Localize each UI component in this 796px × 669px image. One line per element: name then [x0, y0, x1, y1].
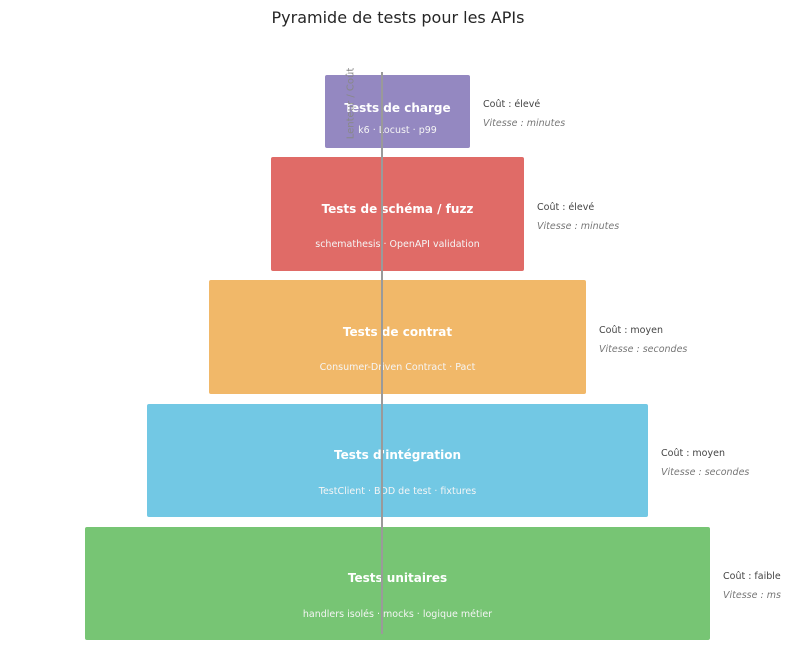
- tier-load-tests: Tests de charge k6 · Locust · p99: [325, 75, 470, 148]
- tier-integration-tests: Tests d'intégration TestClient · BDD de …: [147, 404, 648, 517]
- tier-name: Tests de schéma / fuzz: [321, 202, 474, 216]
- axis-label: Lenteur / Coût: [345, 67, 357, 140]
- tier-cost: Coût : élevé: [537, 202, 595, 213]
- tier-side-note-contract: Coût : moyen Vitesse : secondes: [599, 325, 687, 355]
- tier-unit-tests: Tests unitaires handlers isolés · mocks …: [85, 527, 710, 640]
- tier-cost: Coût : élevé: [483, 99, 541, 110]
- tier-cost: Coût : moyen: [599, 325, 663, 336]
- tier-tools: handlers isolés · mocks · logique métier: [302, 609, 493, 620]
- tier-side-note-schema: Coût : élevé Vitesse : minutes: [537, 202, 619, 232]
- tier-name: Tests unitaires: [347, 571, 448, 585]
- tier-speed: Vitesse : secondes: [599, 344, 688, 355]
- tier-tools: Consumer-Driven Contract · Pact: [319, 362, 476, 373]
- tier-speed: Vitesse : ms: [723, 590, 781, 601]
- tier-schema-fuzz-tests: Tests de schéma / fuzz schemathesis · Op…: [271, 157, 524, 271]
- tier-tools: TestClient · BDD de test · fixtures: [318, 486, 477, 497]
- tier-contract-tests: Tests de contrat Consumer-Driven Contrac…: [209, 280, 586, 394]
- tier-tools: k6 · Locust · p99: [358, 125, 437, 136]
- tier-name: Tests de contrat: [342, 325, 453, 339]
- tier-side-note-unit: Coût : faible Vitesse : ms: [723, 571, 781, 601]
- axis-line: [381, 72, 383, 634]
- tier-name: Tests d'intégration: [334, 448, 461, 462]
- tier-speed: Vitesse : minutes: [483, 118, 566, 129]
- tier-speed: Vitesse : secondes: [661, 467, 750, 478]
- tier-tools: schemathesis · OpenAPI validation: [315, 239, 480, 250]
- diagram-title: Pyramide de tests pour les APIs: [271, 8, 525, 27]
- tier-cost: Coût : moyen: [661, 448, 725, 459]
- tier-side-note-load: Coût : élevé Vitesse : minutes: [483, 99, 565, 129]
- tier-name: Tests de charge: [344, 101, 451, 115]
- tier-side-note-integration: Coût : moyen Vitesse : secondes: [661, 448, 749, 478]
- tier-speed: Vitesse : minutes: [537, 221, 620, 232]
- tier-cost: Coût : faible: [723, 571, 781, 582]
